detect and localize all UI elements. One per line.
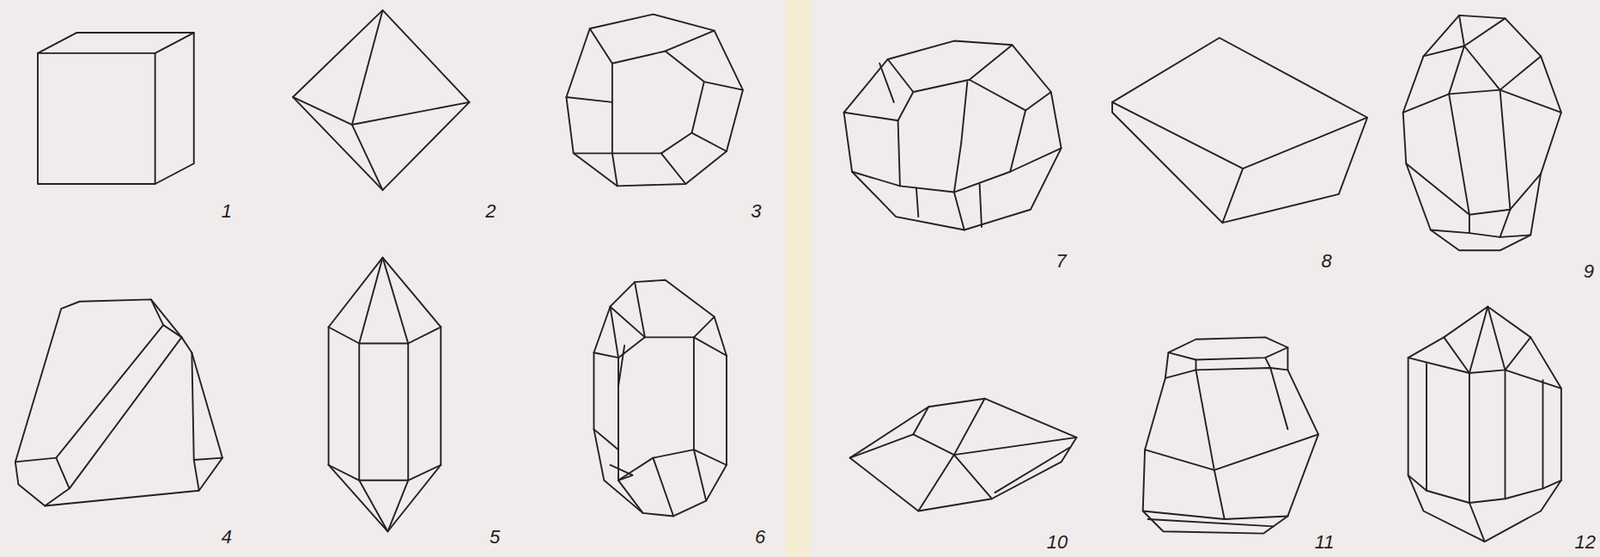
pyritohedron-figure	[565, 14, 743, 187]
figure-number: 4	[221, 527, 232, 547]
elongated-figure	[1403, 15, 1562, 250]
octahedron-figure	[292, 10, 470, 190]
figure-number: 11	[1314, 532, 1335, 552]
tetrahedron-figure	[15, 298, 223, 505]
figure-number: 8	[1320, 251, 1332, 271]
figure-number: 5	[489, 527, 500, 547]
cube-figure	[37, 32, 195, 184]
quartz-facets-figure	[593, 279, 726, 517]
figure-number: 3	[750, 201, 761, 221]
page-gutter	[785, 0, 811, 557]
rhombohedron-figure	[1112, 37, 1368, 223]
figure-number: 2	[485, 201, 496, 221]
combination-figure	[844, 41, 1062, 231]
figure-number: 9	[1583, 261, 1594, 281]
figure-number: 7	[1056, 251, 1067, 271]
barrel-figure	[1143, 336, 1319, 533]
figure-number: 12	[1575, 532, 1596, 552]
quartz-figure	[328, 257, 442, 532]
prism-figure	[1408, 306, 1562, 542]
figure-number: 6	[754, 527, 766, 547]
flat-bipyramid-figure	[850, 398, 1077, 512]
figure-number: 10	[1046, 532, 1068, 552]
figure-number: 1	[221, 201, 232, 221]
